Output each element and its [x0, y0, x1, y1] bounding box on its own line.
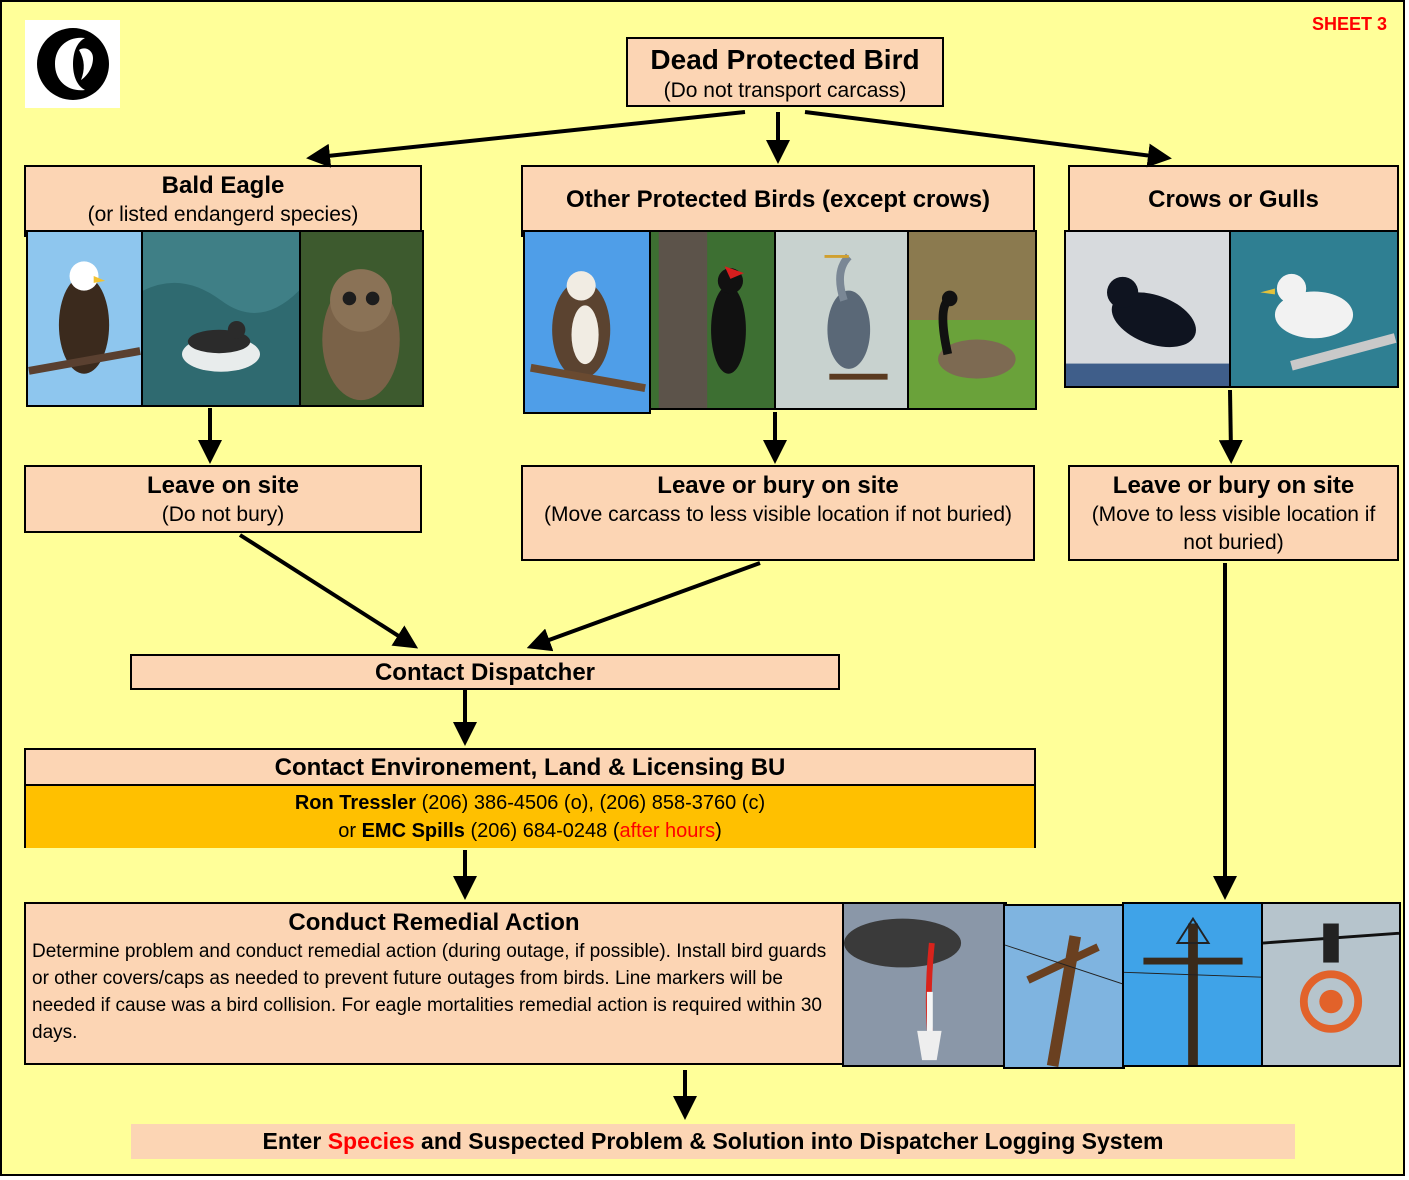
leave-or-bury-crows-title: Leave or bury on site [1112, 472, 1355, 499]
crows-or-gulls-title: Crows or Gulls [1148, 186, 1319, 213]
leave-on-site-subtitle: (Do not bury) [161, 503, 285, 526]
final-suffix: and Suspected Problem & Solution into Di… [414, 1128, 1164, 1154]
remedial-action-box: Conduct Remedial Action Determine proble… [24, 902, 844, 1065]
osprey-photo [523, 230, 651, 414]
line-marker-photo [1261, 902, 1401, 1067]
perch-guard-photo [842, 902, 1007, 1067]
close-paren: ) [715, 820, 722, 842]
utility-pole-crossarm-photo [1003, 904, 1125, 1069]
remedial-action-body: Determine problem and conduct remedial a… [32, 941, 827, 1043]
other-protected-birds-box: Other Protected Birds (except crows) [521, 165, 1035, 237]
bald-eagle-box: Bald Eagle (or listed endangerd species) [24, 165, 422, 237]
contact-dispatcher-box: Contact Dispatcher [130, 654, 840, 690]
gull-photo [1229, 230, 1399, 388]
after-hours-text: after hours [619, 820, 716, 842]
leave-or-bury-other-title: Leave or bury on site [657, 472, 899, 499]
contact1-name: Ron Tressler [294, 792, 417, 814]
dead-protected-bird-box: Dead Protected Bird (Do not transport ca… [626, 37, 944, 107]
contact-environment-title: Contact Environement, Land & Licensing B… [26, 750, 1034, 786]
final-species: Species [327, 1128, 415, 1154]
city-seal-logo [25, 20, 120, 108]
start-subtitle: (Do not transport carcass) [663, 79, 907, 102]
spotted-owl-photo [299, 230, 424, 407]
logging-system-banner: Enter Species and Suspected Problem & So… [131, 1124, 1295, 1159]
crow-photo [1064, 230, 1232, 388]
final-prefix: Enter [262, 1128, 328, 1154]
leave-or-bury-crows-subtitle: (Move to less visible location if not bu… [1091, 503, 1376, 554]
contact-environment-box: Contact Environement, Land & Licensing B… [24, 748, 1036, 848]
canada-goose-photo [907, 230, 1037, 410]
contact-line-1: Ron Tressler (206) 386-4506 (o), (206) 8… [26, 789, 1034, 817]
leave-or-bury-other-box: Leave or bury on site (Move carcass to l… [521, 465, 1035, 561]
pileated-woodpecker-photo [649, 230, 776, 410]
leave-or-bury-crows-box: Leave or bury on site (Move to less visi… [1068, 465, 1399, 561]
contact-line-2: or EMC Spills (206) 684-0248 (after hour… [26, 817, 1034, 845]
contact2-name: EMC Spills [361, 820, 465, 842]
crows-or-gulls-box: Crows or Gulls [1068, 165, 1399, 237]
murrelet-photo [141, 230, 301, 407]
leave-on-site-box: Leave on site (Do not bury) [24, 465, 422, 533]
bald-eagle-subtitle: (or listed endangerd species) [87, 203, 359, 226]
great-blue-heron-photo [774, 230, 909, 410]
remedial-action-title: Conduct Remedial Action [288, 909, 580, 936]
bald-eagle-title: Bald Eagle [161, 172, 285, 199]
other-protected-birds-title: Other Protected Birds (except crows) [565, 186, 991, 213]
contact-dispatcher-title: Contact Dispatcher [374, 659, 596, 686]
start-title: Dead Protected Bird [650, 44, 920, 75]
contact-band: Ron Tressler (206) 386-4506 (o), (206) 8… [26, 786, 1034, 848]
or-text: or [338, 820, 362, 842]
bald-eagle-photo [26, 230, 143, 407]
sheet-label: SHEET 3 [1311, 14, 1387, 34]
contact1-phones: (206) 386-4506 (o), (206) 858-3760 (c) [416, 792, 766, 814]
contact2-phone: (206) 684-0248 ( [464, 820, 620, 842]
leave-on-site-title: Leave on site [146, 472, 300, 499]
utility-pole-triangle-photo [1122, 902, 1264, 1067]
leave-or-bury-other-subtitle: (Move carcass to less visible location i… [543, 503, 1013, 526]
